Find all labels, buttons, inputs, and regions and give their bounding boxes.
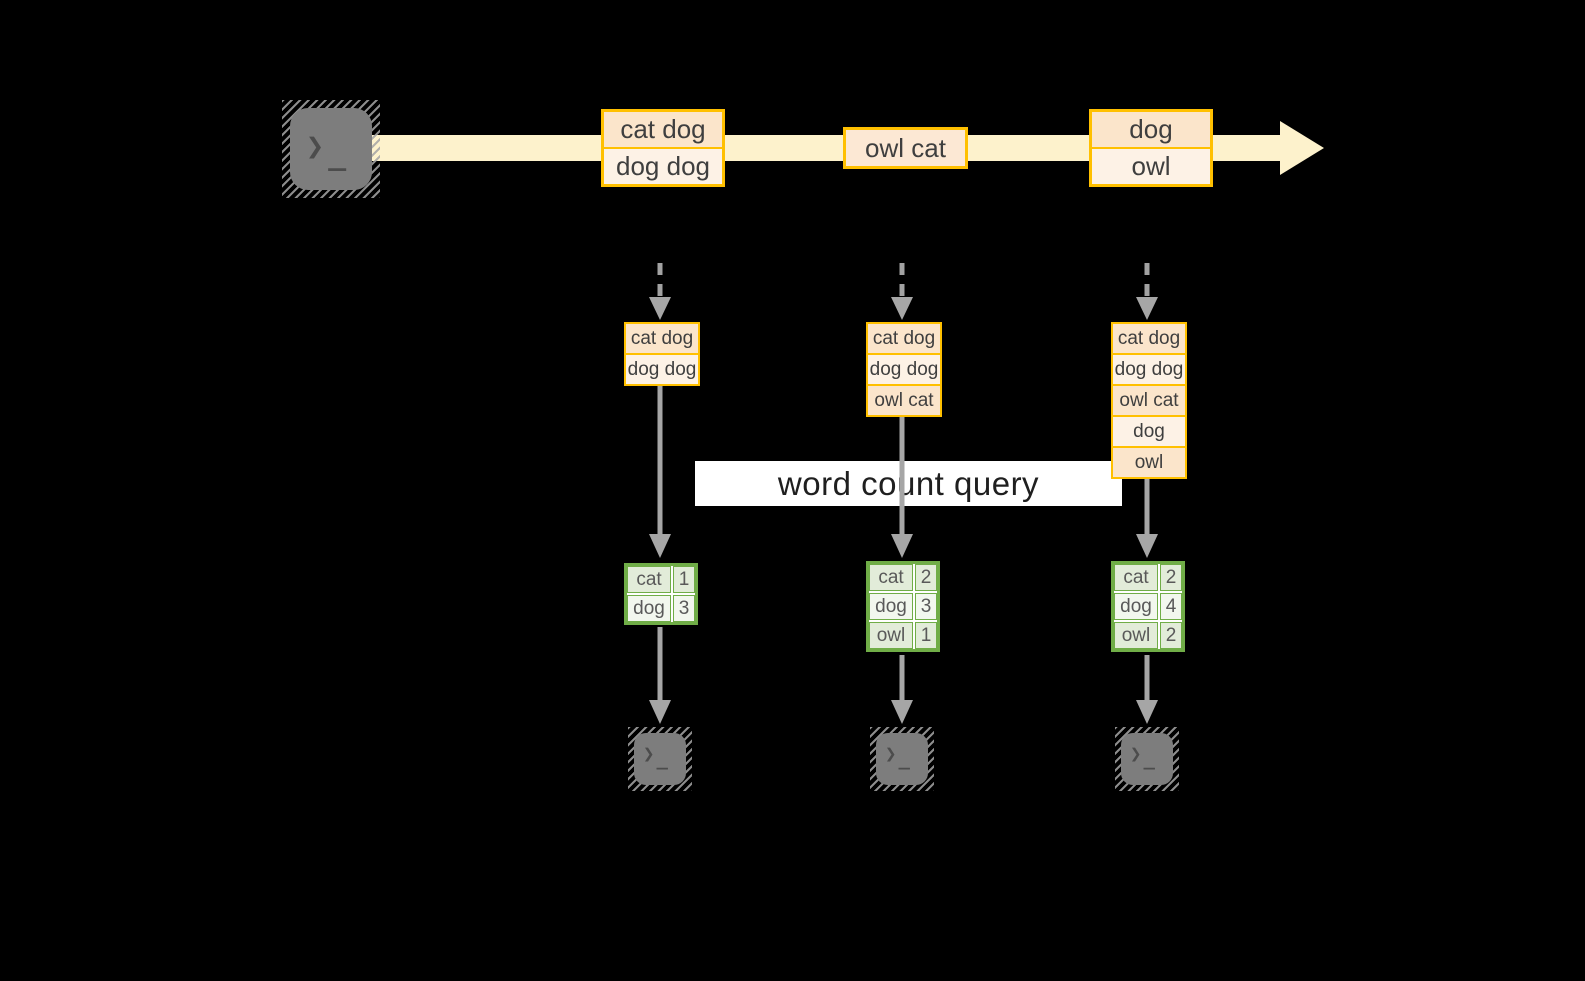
buffer-line: cat dog xyxy=(626,324,698,353)
stream-event-line: dog dog xyxy=(604,149,722,184)
terminal-screen: ❯ _ xyxy=(290,108,372,190)
sink-terminal-icon-2: ❯ _ xyxy=(870,727,934,791)
buffer-line: dog xyxy=(1113,417,1185,446)
prompt-cursor-icon: _ xyxy=(656,748,668,770)
buffer-to-table-head-icon-3 xyxy=(1136,534,1158,558)
buffer-line: owl xyxy=(1113,448,1185,477)
stream-event-box-1: cat dog dog dog xyxy=(601,109,725,187)
terminal-screen: ❯ _ xyxy=(1121,733,1173,785)
query-label: word count query xyxy=(777,464,1040,502)
buffer-to-table-head-icon-2 xyxy=(891,534,913,558)
count-word-cell: cat xyxy=(627,566,671,593)
buffer-line: dog dog xyxy=(1113,355,1185,384)
prompt-chevron-icon: ❯ xyxy=(643,743,655,765)
sink-terminal-icon-3: ❯ _ xyxy=(1115,727,1179,791)
buffer-line: cat dog xyxy=(1113,324,1185,353)
count-word-cell: dog xyxy=(869,593,913,620)
count-table-1: cat 1 dog 3 xyxy=(624,563,698,625)
buffer-line: cat dog xyxy=(868,324,940,353)
table-to-terminal-head-icon-3 xyxy=(1136,700,1158,724)
count-value-cell: 4 xyxy=(1160,593,1182,620)
source-terminal-icon: ❯ _ xyxy=(282,100,380,198)
table-to-terminal-head-icon-1 xyxy=(649,700,671,724)
buffer-line: dog dog xyxy=(626,355,698,384)
stream-event-line: owl xyxy=(1092,149,1210,184)
terminal-screen: ❯ _ xyxy=(876,733,928,785)
count-word-cell: owl xyxy=(869,622,913,649)
sink-terminal-icon-1: ❯ _ xyxy=(628,727,692,791)
dashed-arrow-head-icon-1 xyxy=(649,297,671,320)
count-table-3: cat 2 dog 4 owl 2 xyxy=(1111,561,1185,652)
stream-arrow-head-icon xyxy=(1280,121,1324,175)
buffer-stack-1: cat dog dog dog xyxy=(624,322,700,386)
count-word-cell: owl xyxy=(1114,622,1158,649)
dashed-arrow-head-icon-2 xyxy=(891,297,913,320)
stream-event-line: owl cat xyxy=(846,130,965,166)
count-value-cell: 1 xyxy=(915,622,937,649)
count-word-cell: dog xyxy=(627,595,671,622)
count-word-cell: cat xyxy=(869,564,913,591)
buffer-line: owl cat xyxy=(868,386,940,415)
stream-event-box-2: owl cat xyxy=(843,127,968,169)
prompt-chevron-icon: ❯ xyxy=(306,129,325,164)
terminal-screen: ❯ _ xyxy=(634,733,686,785)
stream-event-line: cat dog xyxy=(604,112,722,147)
count-word-cell: dog xyxy=(1114,593,1158,620)
stream-event-line: dog xyxy=(1092,112,1210,147)
stream-event-box-3: dog owl xyxy=(1089,109,1213,187)
count-value-cell: 2 xyxy=(915,564,937,591)
buffer-stack-2: cat dog dog dog owl cat xyxy=(866,322,942,417)
buffer-to-table-head-icon-1 xyxy=(649,534,671,558)
buffer-stack-3: cat dog dog dog owl cat dog owl xyxy=(1111,322,1187,479)
count-word-cell: cat xyxy=(1114,564,1158,591)
count-value-cell: 3 xyxy=(915,593,937,620)
prompt-cursor-icon: _ xyxy=(328,137,347,172)
count-table-2: cat 2 dog 3 owl 1 xyxy=(866,561,940,652)
count-value-cell: 1 xyxy=(673,566,695,593)
query-band: word count query xyxy=(695,461,1122,506)
count-value-cell: 2 xyxy=(1160,564,1182,591)
table-to-terminal-head-icon-2 xyxy=(891,700,913,724)
dashed-arrow-head-icon-3 xyxy=(1136,297,1158,320)
prompt-chevron-icon: ❯ xyxy=(1130,743,1142,765)
count-value-cell: 3 xyxy=(673,595,695,622)
prompt-cursor-icon: _ xyxy=(898,748,910,770)
prompt-chevron-icon: ❯ xyxy=(885,743,897,765)
buffer-line: owl cat xyxy=(1113,386,1185,415)
count-value-cell: 2 xyxy=(1160,622,1182,649)
prompt-cursor-icon: _ xyxy=(1143,748,1155,770)
buffer-line: dog dog xyxy=(868,355,940,384)
